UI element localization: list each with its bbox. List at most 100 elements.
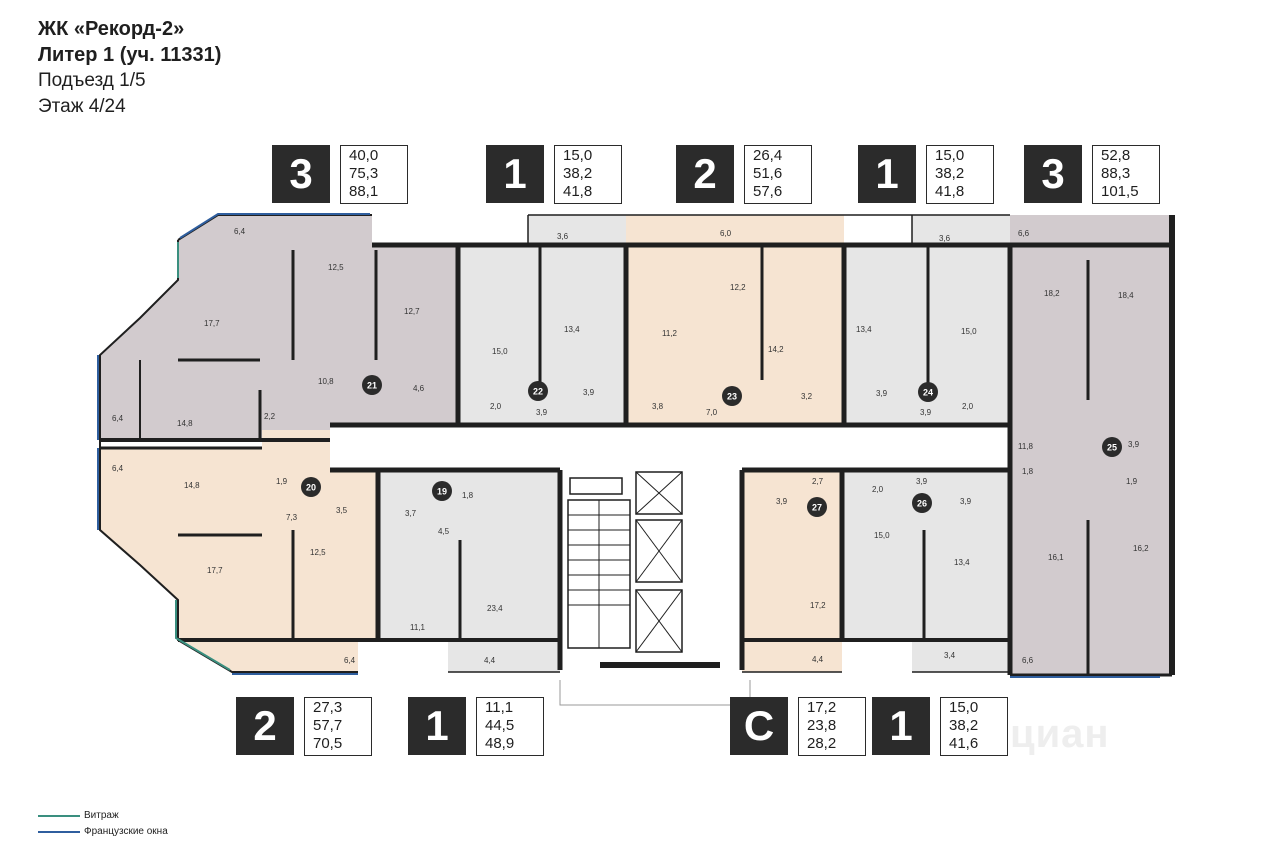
room-area: 17,7 — [204, 319, 220, 328]
areas-box: 15,0 38,2 41,6 — [940, 697, 1008, 756]
room-area: 11,8 — [1018, 442, 1034, 451]
rooms-count: 1 — [408, 697, 466, 755]
living-area: 15,0 — [949, 699, 979, 716]
room-area: 2,0 — [872, 485, 884, 494]
room-area: 13,4 — [954, 558, 970, 567]
room-area: 6,4 — [112, 414, 124, 423]
room-area: 16,2 — [1133, 544, 1149, 553]
living-area: 11,1 — [485, 699, 514, 716]
legend-swatch — [38, 815, 80, 817]
room-area: 14,8 — [184, 481, 200, 490]
plan-header: ЖК «Рекорд-2» Литер 1 (уч. 11331) Подъез… — [38, 16, 221, 120]
room-area: 3,9 — [916, 477, 928, 486]
total-area: 38,2 — [949, 717, 979, 734]
living-area: 17,2 — [807, 699, 837, 716]
living-area: 15,0 — [935, 147, 965, 164]
room-area: 11,1 — [410, 623, 426, 632]
apt-number: 19 — [437, 487, 447, 497]
apartment-fills — [100, 215, 1172, 675]
apt-number: 24 — [923, 388, 933, 398]
room-area: 15,0 — [492, 347, 508, 356]
window-lines — [97, 213, 1160, 678]
areas-box: 27,3 57,7 70,5 — [304, 697, 372, 756]
rooms-count: 2 — [676, 145, 734, 203]
area-with-balcony: 41,8 — [563, 183, 593, 200]
apt-number: 22 — [533, 387, 543, 397]
room-area: 3,5 — [336, 506, 348, 515]
total-area: 57,7 — [313, 717, 343, 734]
room-area: 15,0 — [961, 327, 977, 336]
apartment-badge: 2 26,4 51,6 57,6 — [676, 145, 812, 204]
room-area: 17,7 — [207, 566, 223, 575]
room-area: 3,4 — [944, 651, 956, 660]
room-area: 3,6 — [557, 232, 569, 241]
room-area: 3,2 — [801, 392, 813, 401]
living-area: 40,0 — [349, 147, 379, 164]
rooms-count: 3 — [1024, 145, 1082, 203]
complex-title: ЖК «Рекорд-2» — [38, 18, 185, 40]
areas-box: 11,1 44,5 48,9 — [476, 697, 544, 756]
rooms-count: 3 — [272, 145, 330, 203]
room-area: 11,2 — [662, 329, 678, 338]
room-area: 18,4 — [1118, 291, 1134, 300]
apt-number: 20 — [306, 483, 316, 493]
living-area: 52,8 — [1101, 147, 1131, 164]
room-area: 14,8 — [177, 419, 193, 428]
room-area: 6,4 — [344, 656, 356, 665]
area-with-balcony: 28,2 — [807, 735, 837, 752]
apartment-badge: 3 40,0 75,3 88,1 — [272, 145, 408, 204]
room-area: 6,6 — [1022, 656, 1034, 665]
legend-item-vitrazh: Витраж — [38, 808, 168, 824]
room-area: 3,9 — [876, 389, 888, 398]
area-with-balcony: 41,6 — [949, 735, 979, 752]
rooms-count: 2 — [236, 697, 294, 755]
room-area: 6,4 — [112, 464, 124, 473]
rooms-count: 1 — [486, 145, 544, 203]
total-area: 88,3 — [1101, 165, 1131, 182]
apartment-number-markers: 21 22 23 24 25 20 19 27 26 — [301, 375, 1122, 517]
apartment-badge: 1 15,0 38,2 41,8 — [858, 145, 994, 204]
room-area: 2,0 — [490, 402, 502, 411]
area-with-balcony: 48,9 — [485, 735, 515, 752]
room-area: 2,7 — [812, 477, 824, 486]
areas-box: 40,0 75,3 88,1 — [340, 145, 408, 204]
rooms-count: С — [730, 697, 788, 755]
room-area: 1,8 — [1022, 467, 1034, 476]
room-area: 3,9 — [776, 497, 788, 506]
apartment-badge: 1 15,0 38,2 41,8 — [486, 145, 622, 204]
room-area: 13,4 — [564, 325, 580, 334]
room-area: 16,1 — [1048, 553, 1064, 562]
apartment-badge: 2 27,3 57,7 70,5 — [236, 697, 372, 756]
legend-label: Французские окна — [84, 826, 168, 837]
walls — [99, 214, 1175, 706]
apartment-badge: 1 11,1 44,5 48,9 — [408, 697, 544, 756]
room-area: 1,8 — [462, 491, 474, 500]
entrance-label: Подъезд 1/5 — [38, 70, 146, 91]
legend-swatch — [38, 831, 80, 833]
room-area: 2,2 — [264, 412, 276, 421]
room-area: 1,9 — [276, 477, 288, 486]
area-with-balcony: 70,5 — [313, 735, 343, 752]
room-area: 3,9 — [536, 408, 548, 417]
room-area: 12,2 — [730, 283, 746, 292]
total-area: 44,5 — [485, 717, 515, 734]
total-area: 23,8 — [807, 717, 837, 734]
room-area: 4,5 — [438, 527, 450, 536]
room-area: 4,4 — [484, 656, 496, 665]
room-area: 3,9 — [583, 388, 595, 397]
room-area: 1,9 — [1126, 477, 1138, 486]
room-area: 10,8 — [318, 377, 334, 386]
liter-title: Литер 1 (уч. 11331) — [38, 44, 222, 66]
floor-label: Этаж 4/24 — [38, 96, 126, 117]
apt-number: 21 — [367, 381, 377, 391]
legend: Витраж Французские окна — [38, 808, 168, 840]
apartment-badge: С 17,2 23,8 28,2 — [730, 697, 866, 756]
area-with-balcony: 88,1 — [349, 183, 379, 200]
total-area: 75,3 — [349, 165, 379, 182]
room-area: 3,7 — [405, 509, 417, 518]
room-area: 2,0 — [962, 402, 974, 411]
rooms-count: 1 — [858, 145, 916, 203]
room-area: 23,4 — [487, 604, 503, 613]
room-area: 18,2 — [1044, 289, 1060, 298]
